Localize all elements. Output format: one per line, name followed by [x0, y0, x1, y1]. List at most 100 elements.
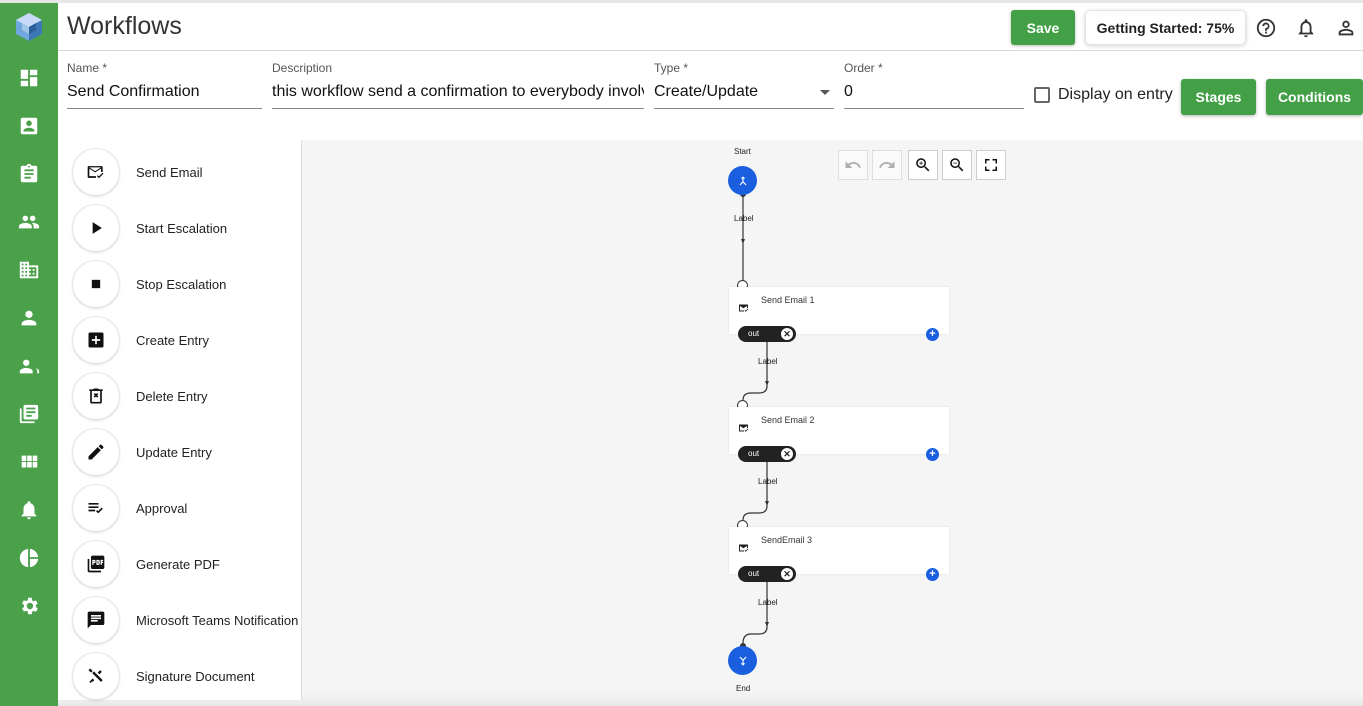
type-select[interactable]: Create/Update — [654, 77, 834, 109]
redo-icon — [879, 161, 895, 168]
contact-card-icon[interactable] — [17, 114, 41, 138]
top-header: Workflows Save Getting Started: 75% — [58, 3, 1363, 51]
palette-item-label: Delete Entry — [136, 388, 208, 404]
display-on-entry-checkbox[interactable] — [1034, 87, 1050, 103]
add-port-icon[interactable]: + — [926, 328, 939, 341]
palette-item-stop-escalation[interactable]: Stop Escalation — [72, 260, 226, 308]
remove-port-icon[interactable]: ✕ — [781, 328, 793, 340]
remove-port-icon[interactable]: ✕ — [781, 568, 793, 580]
checklist-icon — [72, 484, 120, 532]
email-check-icon — [72, 148, 120, 196]
start-label: Start — [734, 147, 751, 156]
person-icon[interactable] — [17, 306, 41, 330]
out-port[interactable]: out✕ — [738, 326, 796, 342]
notifications-bell-icon[interactable] — [1295, 17, 1317, 39]
end-label: End — [736, 684, 751, 693]
remove-port-icon[interactable]: ✕ — [781, 448, 793, 460]
flow-node-send-email-3[interactable]: SendEmail 3 out ✕ + — [729, 527, 949, 582]
palette-item-label: Create Entry — [136, 332, 209, 348]
palette-item-teams-notification[interactable]: Microsoft Teams Notification — [72, 596, 298, 644]
node-name: Send Email 1 — [761, 295, 815, 305]
pdf-icon — [72, 540, 120, 588]
node-name: SendEmail 3 — [761, 535, 813, 545]
end-node[interactable] — [728, 646, 757, 675]
palette-item-create-entry[interactable]: Create Entry — [72, 316, 209, 364]
email-check-icon — [738, 301, 750, 313]
name-input[interactable]: Send Confirmation — [67, 77, 262, 109]
pie-chart-icon[interactable] — [17, 546, 41, 570]
zoom-in-button[interactable] — [908, 150, 938, 180]
palette-item-label: Stop Escalation — [136, 276, 227, 292]
start-node[interactable] — [728, 166, 757, 195]
flow-node-send-email-2[interactable]: Send Email 2 out ✕ + — [729, 407, 949, 462]
email-check-icon — [738, 541, 750, 553]
left-nav-rail — [0, 3, 58, 706]
bell-icon[interactable] — [17, 498, 41, 522]
undo-icon — [845, 161, 861, 168]
conditions-button[interactable]: Conditions — [1266, 79, 1363, 115]
type-field[interactable]: Type * Create/Update — [654, 61, 834, 109]
building-icon[interactable] — [17, 258, 41, 282]
order-input[interactable]: 0 — [844, 77, 1024, 109]
signature-icon — [72, 652, 120, 700]
group-icon[interactable] — [17, 354, 41, 378]
description-input[interactable]: this workflow send a confirmation to eve… — [272, 77, 644, 109]
email-check-icon — [738, 421, 750, 433]
save-button[interactable]: Save — [1011, 10, 1075, 45]
out-label: out — [748, 449, 760, 458]
palette-item-label: Generate PDF — [136, 556, 220, 572]
library-icon[interactable] — [17, 402, 41, 426]
description-label: Description — [272, 61, 333, 75]
delete-icon — [72, 372, 120, 420]
name-field[interactable]: Name * Send Confirmation — [67, 61, 262, 109]
flow-node-send-email-1[interactable]: Send Email 1 out✕ + — [729, 287, 949, 342]
clipboard-icon[interactable] — [17, 162, 41, 186]
page-title: Workflows — [67, 12, 182, 40]
settings-icon[interactable] — [17, 594, 41, 618]
zoom-out-button[interactable] — [942, 150, 972, 180]
add-port-icon[interactable]: + — [926, 568, 939, 581]
out-port[interactable]: out ✕ — [738, 446, 796, 462]
description-field[interactable]: Description this workflow send a confirm… — [272, 61, 644, 109]
palette-item-approval[interactable]: Approval — [72, 484, 187, 532]
help-icon[interactable] — [1255, 17, 1277, 39]
pencil-icon — [72, 428, 120, 476]
palette-item-generate-pdf[interactable]: Generate PDF — [72, 540, 220, 588]
app-logo-icon[interactable] — [14, 12, 44, 42]
order-field[interactable]: Order * 0 — [844, 61, 1024, 109]
redo-button[interactable] — [872, 150, 902, 180]
palette-item-delete-entry[interactable]: Delete Entry — [72, 372, 208, 420]
out-port[interactable]: out ✕ — [738, 566, 796, 582]
add-port-icon[interactable]: + — [926, 448, 939, 461]
people-icon[interactable] — [17, 210, 41, 234]
account-icon[interactable] — [1335, 17, 1357, 39]
fullscreen-button[interactable] — [976, 150, 1006, 180]
edge-label[interactable]: Label — [734, 214, 754, 223]
chat-icon — [72, 596, 120, 644]
dashboard-icon[interactable] — [17, 66, 41, 90]
display-on-entry-option[interactable]: Display on entry — [1034, 86, 1173, 104]
edge-label[interactable]: Label — [758, 477, 778, 486]
action-palette: Send Email Start Escalation Stop Escalat… — [58, 140, 302, 700]
stop-icon — [72, 260, 120, 308]
display-on-entry-label: Display on entry — [1058, 86, 1173, 103]
zoom-in-icon — [916, 158, 930, 172]
palette-item-update-entry[interactable]: Update Entry — [72, 428, 212, 476]
out-label: out — [748, 569, 760, 578]
getting-started-button[interactable]: Getting Started: 75% — [1085, 10, 1246, 45]
palette-item-signature-document[interactable]: Signature Document — [72, 652, 255, 700]
undo-button[interactable] — [838, 150, 868, 180]
grid-icon[interactable] — [17, 450, 41, 474]
palette-item-label: Microsoft Teams Notification — [136, 612, 299, 628]
play-icon — [72, 204, 120, 252]
palette-item-label: Update Entry — [136, 444, 212, 460]
node-name: Send Email 2 — [761, 415, 815, 425]
edge-label[interactable]: Label — [758, 357, 778, 366]
edge-label[interactable]: Label — [758, 598, 778, 607]
palette-item-send-email[interactable]: Send Email — [72, 148, 202, 196]
palette-item-label: Send Email — [136, 164, 203, 180]
dropdown-caret-icon[interactable] — [820, 90, 830, 95]
palette-item-start-escalation[interactable]: Start Escalation — [72, 204, 227, 252]
stages-button[interactable]: Stages — [1181, 79, 1256, 115]
